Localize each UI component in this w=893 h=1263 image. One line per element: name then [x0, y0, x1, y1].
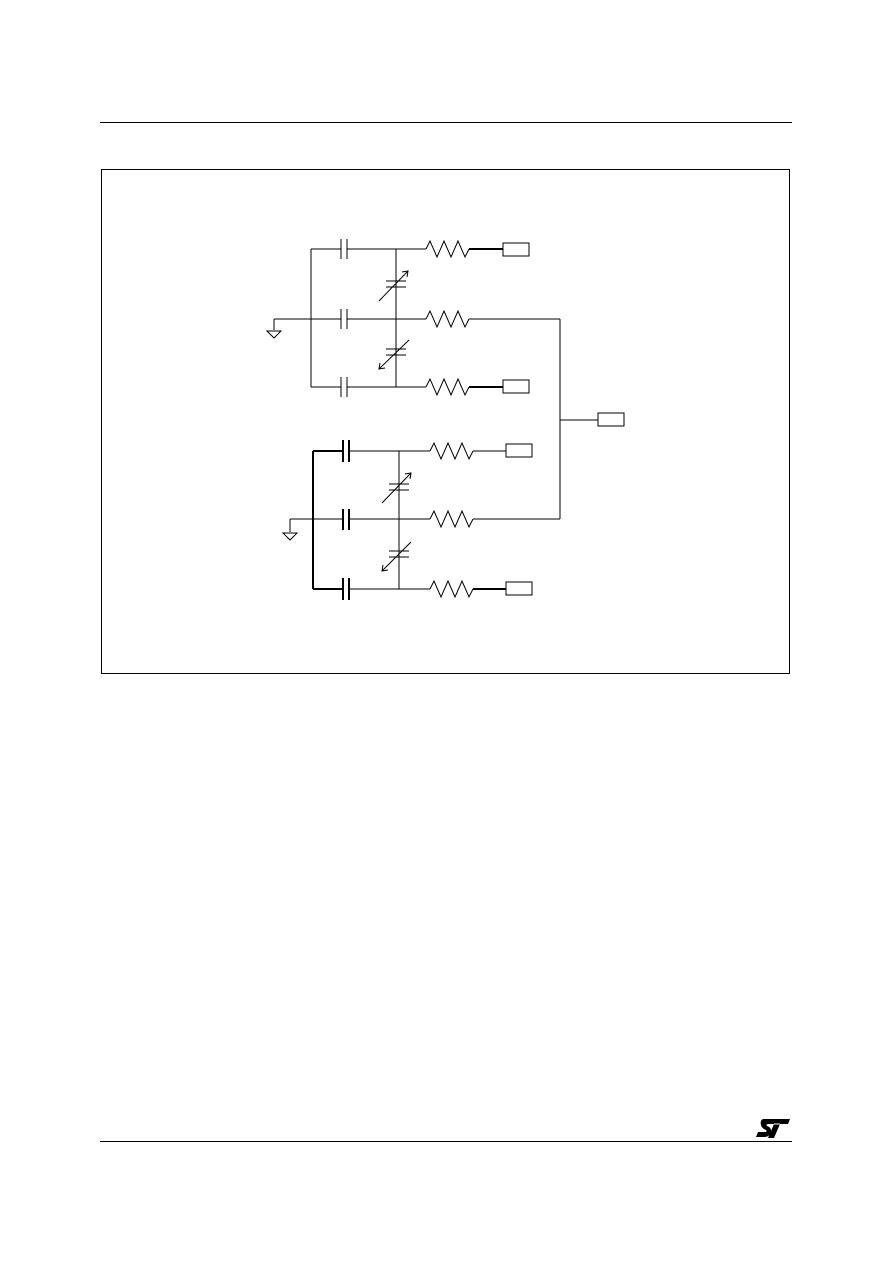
ground-icon-upper	[265, 318, 283, 339]
footer-rule	[100, 1141, 792, 1142]
variable-capacitor-lower-2	[381, 541, 412, 572]
capacitor-upper-1	[340, 239, 348, 259]
capacitor-lower-2	[342, 509, 350, 530]
terminal-output	[597, 412, 625, 427]
terminal-lower-1	[505, 443, 533, 458]
resistor-lower-3	[429, 579, 474, 599]
variable-capacitor-upper-2	[378, 339, 410, 370]
header-rule	[100, 122, 792, 123]
lower-group	[281, 440, 560, 600]
terminal-upper-1	[502, 242, 530, 257]
variable-capacitor-upper-1	[378, 270, 409, 302]
capacitor-upper-3	[340, 377, 348, 397]
terminal-upper-2	[502, 379, 530, 394]
ground-icon-lower	[281, 519, 299, 541]
st-logo-icon	[756, 1119, 790, 1138]
resistor-lower-2	[429, 509, 474, 529]
shared-output	[559, 319, 625, 519]
capacitor-lower-3	[342, 578, 350, 600]
variable-capacitor-lower-1	[381, 472, 412, 504]
resistor-lower-1	[429, 441, 474, 461]
capacitor-lower-1	[342, 440, 350, 462]
upper-group	[265, 239, 560, 397]
resistor-upper-3	[425, 377, 470, 397]
resistor-upper-2	[425, 309, 470, 329]
resistor-upper-1	[425, 239, 470, 259]
figure-frame	[101, 169, 790, 674]
terminal-lower-2	[505, 581, 533, 596]
capacitor-upper-2	[340, 309, 348, 329]
